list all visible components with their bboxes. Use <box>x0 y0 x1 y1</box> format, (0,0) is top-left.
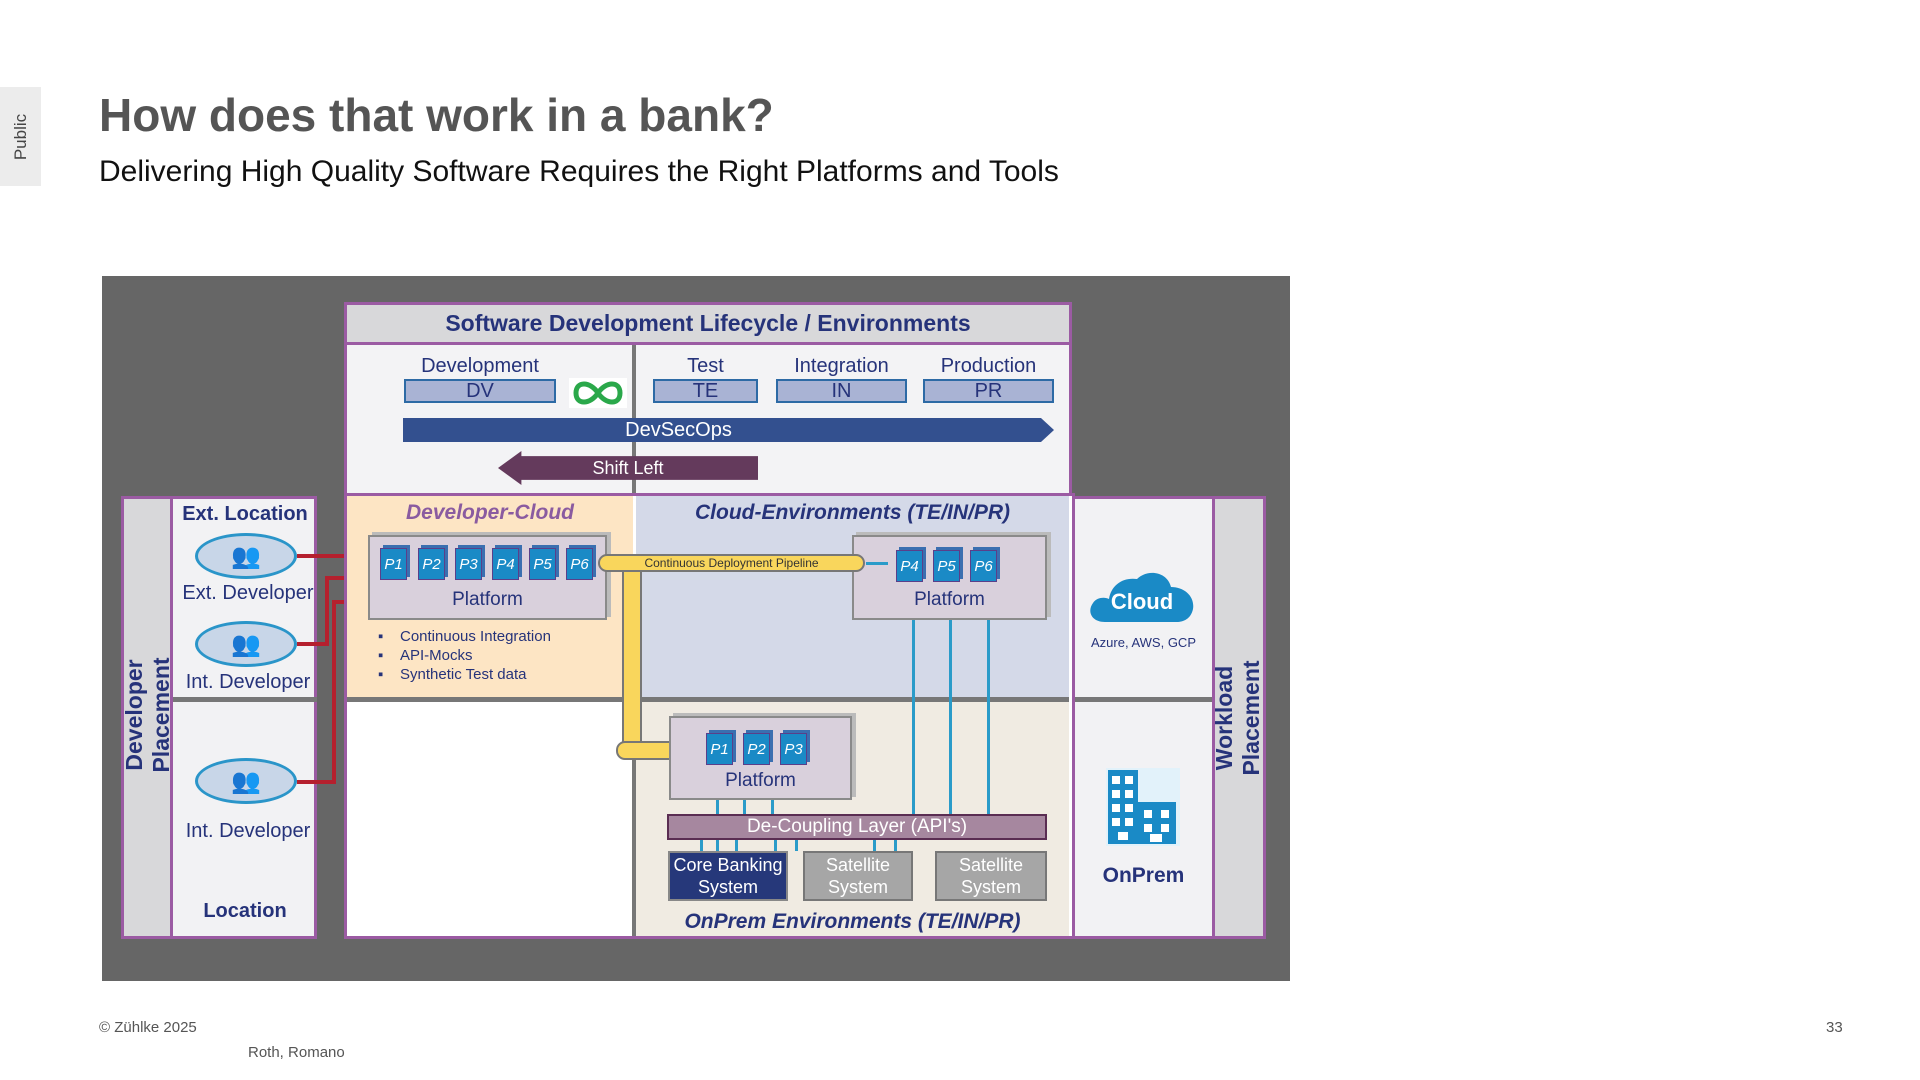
shift-left-arrow: Shift Left <box>498 451 758 485</box>
env-label-production: Production <box>940 355 1037 377</box>
package-cube: P6 <box>566 548 593 580</box>
bullet-item: ▪ API-Mocks <box>378 647 473 664</box>
api-link <box>743 800 746 814</box>
copyright: © Zühlke 2025 <box>99 1019 197 1036</box>
env-label-test: Test <box>687 355 724 377</box>
connector <box>332 600 336 784</box>
cloud-providers: Azure, AWS, GCP <box>1091 634 1196 650</box>
package-cube: P2 <box>743 733 770 765</box>
env-box-dv: DV <box>404 379 556 403</box>
arrow-icon <box>866 562 888 565</box>
package-cube: P3 <box>780 733 807 765</box>
cloud-environments-title: Cloud-Environments (TE/IN/PR) <box>695 501 1010 524</box>
page-subtitle: Delivering High Quality Software Require… <box>99 155 1059 188</box>
connector <box>297 554 368 558</box>
api-link <box>894 840 897 851</box>
package-cube: P5 <box>933 550 960 582</box>
dev-cloud-bullets: ▪ Continuous Integration ▪ API-Mocks ▪ S… <box>378 627 551 684</box>
bullet-item: ▪ Synthetic Test data <box>378 666 527 683</box>
env-box-pr: PR <box>923 379 1054 403</box>
platform-label: Platform <box>914 589 985 610</box>
api-link <box>700 840 703 851</box>
ext-developer-icon[interactable]: 👥 <box>195 533 297 579</box>
api-link <box>774 840 777 851</box>
package-cube: P4 <box>896 550 923 582</box>
developer-placement-label: Developer Placement <box>121 657 174 773</box>
env-label-integration: Integration <box>794 355 889 377</box>
classification-label: Public <box>10 113 30 160</box>
workload-placement-label: Workload Placement <box>1211 660 1264 776</box>
bullet-item: ▪ Continuous Integration <box>378 628 551 645</box>
satellite-system[interactable]: Satellite System <box>935 851 1047 901</box>
package-cube: P3 <box>455 548 482 580</box>
developer-placement-column <box>124 499 173 936</box>
package-cube: P2 <box>418 548 445 580</box>
platform-label: Platform <box>452 589 523 610</box>
api-link <box>912 620 915 814</box>
api-link <box>716 800 719 814</box>
connector <box>325 576 329 646</box>
divider <box>173 697 317 702</box>
divider <box>632 697 636 936</box>
core-banking-system[interactable]: Core Banking System <box>668 851 788 901</box>
building-icon <box>1106 768 1180 846</box>
cloud-label: Cloud <box>1110 589 1174 614</box>
workload-placement-column <box>1212 499 1263 936</box>
package-cube: P1 <box>706 733 733 765</box>
int-developer-label: Int. Developer <box>185 671 311 693</box>
location-label: Location <box>203 899 287 922</box>
ext-developer-label: Ext. Developer <box>182 582 314 604</box>
int-developer-icon[interactable]: 👥 <box>195 758 297 804</box>
divider <box>1075 697 1212 702</box>
ext-location-label: Ext. Location <box>182 502 308 525</box>
package-cube: P6 <box>970 550 997 582</box>
devsecops-arrow: DevSecOps <box>403 418 1054 442</box>
classification-tab: Public <box>0 87 41 186</box>
onprem-environments-title: OnPrem Environments (TE/IN/PR) <box>684 910 1021 933</box>
int-developer-label: Int. Developer <box>185 820 311 842</box>
api-link <box>949 620 952 814</box>
platform-label: Platform <box>725 770 796 791</box>
page-number: 33 <box>1826 1019 1843 1036</box>
env-label-development: Development <box>421 355 539 377</box>
package-cube: P4 <box>492 548 519 580</box>
api-link <box>987 620 990 814</box>
divider <box>347 697 1069 702</box>
env-box-in: IN <box>776 379 907 403</box>
continuous-deployment-pipeline: Continuous Deployment Pipeline <box>598 554 865 572</box>
decoupling-layer: De-Coupling Layer (API's) <box>667 814 1047 840</box>
env-box-te: TE <box>653 379 758 403</box>
page-title: How does that work in a bank? <box>99 89 774 141</box>
package-cube: P5 <box>529 548 556 580</box>
api-link <box>873 840 876 851</box>
author: Roth, Romano <box>248 1044 345 1061</box>
onprem-label: OnPrem <box>1102 864 1185 887</box>
int-developer-icon[interactable]: 👥 <box>195 621 297 667</box>
api-link <box>716 840 719 851</box>
infinity-icon <box>569 378 627 408</box>
satellite-system[interactable]: Satellite System <box>803 851 913 901</box>
developer-cloud-title: Developer-Cloud <box>405 501 575 524</box>
package-cube: P1 <box>380 548 407 580</box>
cloud-icon <box>1087 567 1197 623</box>
connector <box>297 642 327 646</box>
api-link <box>795 840 798 851</box>
sdlc-header: Software Development Lifecycle / Environ… <box>347 305 1069 345</box>
pipeline-vertical <box>622 560 642 750</box>
api-link <box>771 800 774 814</box>
api-link <box>735 840 738 851</box>
connector <box>297 780 334 784</box>
